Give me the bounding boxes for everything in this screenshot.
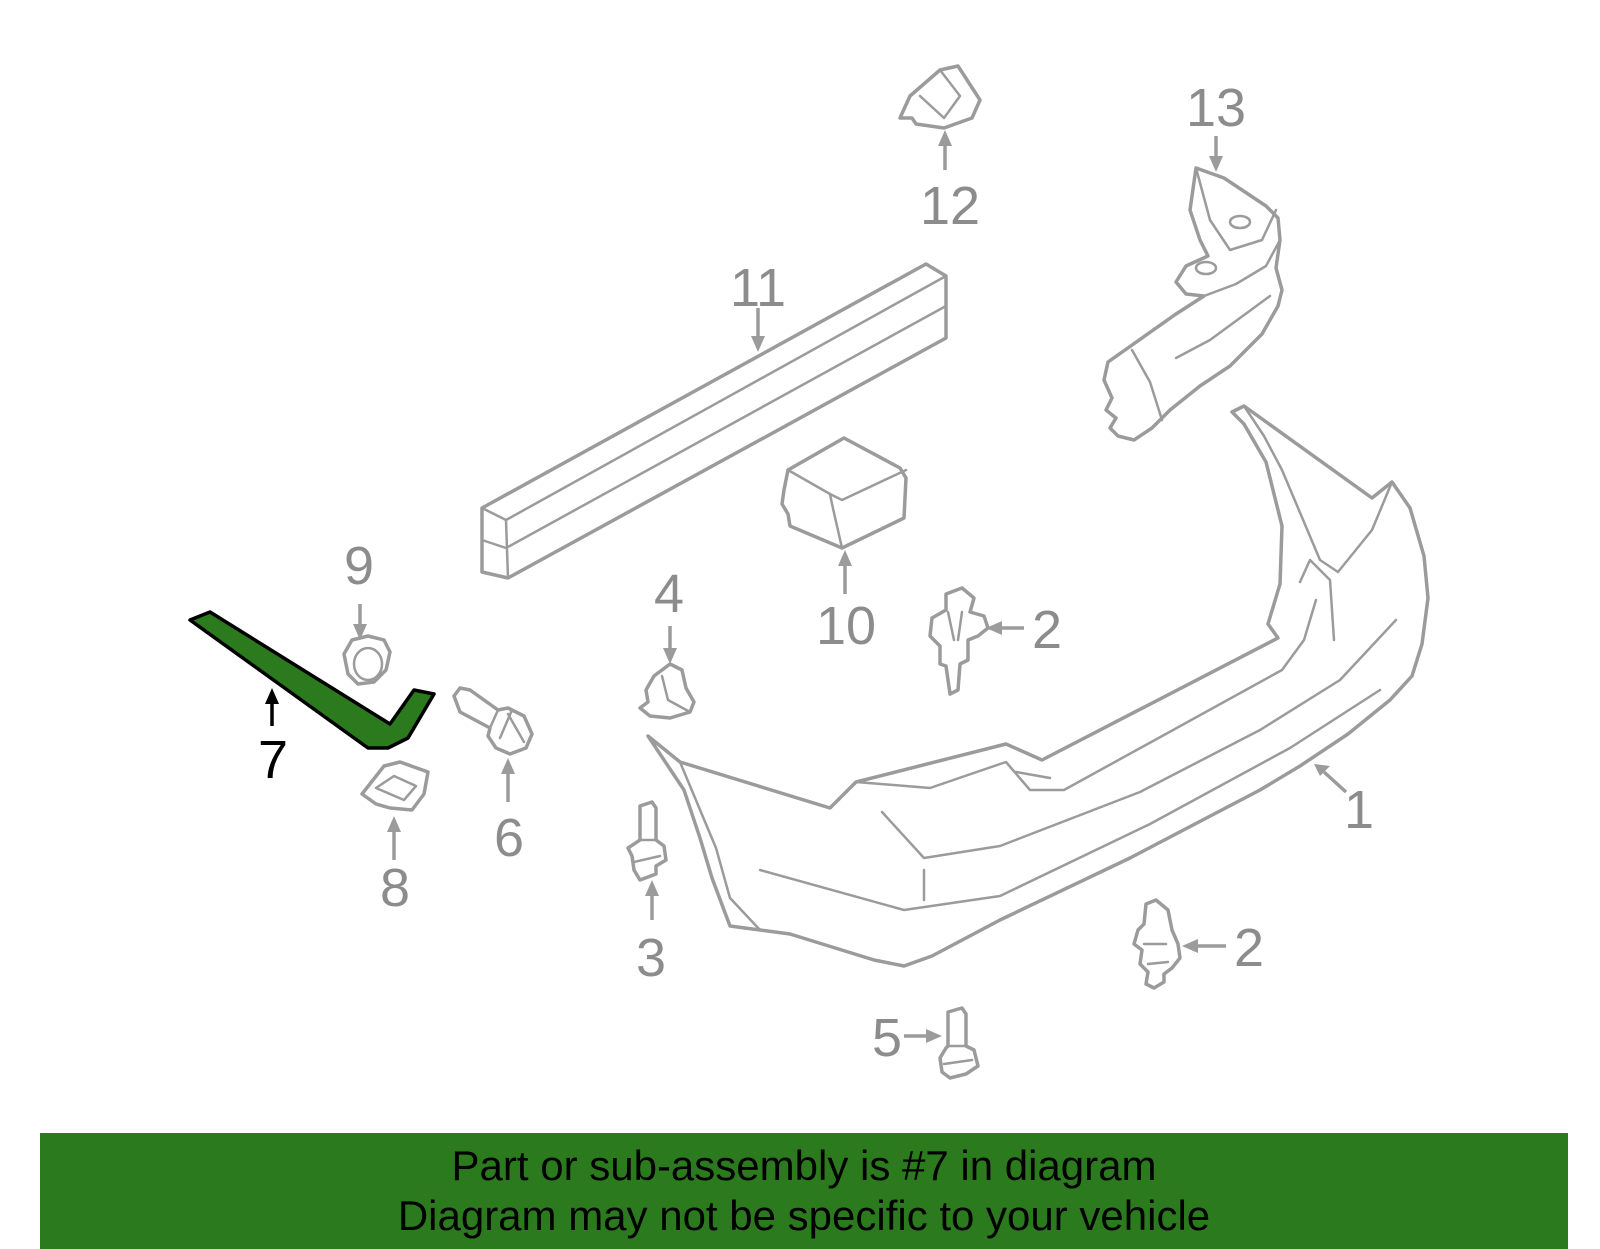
callout-3: 3 — [636, 928, 666, 988]
part-3-bolt[interactable]: 3 — [626, 800, 668, 988]
callout-5: 5 — [872, 1008, 902, 1068]
part-5-bolt[interactable]: 5 — [872, 1006, 980, 1080]
callout-8: 8 — [380, 858, 410, 918]
part-7-highlighted-bracket[interactable]: 7 — [188, 610, 436, 790]
part-1-bumper-cover[interactable]: 1 — [646, 404, 1430, 968]
part-2-clip-lower[interactable]: 2 — [1132, 898, 1264, 990]
callout-13: 13 — [1186, 78, 1246, 138]
part-8-clip-nut[interactable]: 8 — [360, 760, 430, 918]
callout-9: 9 — [344, 536, 374, 596]
callout-12: 12 — [920, 176, 980, 236]
banner-line-disclaimer: Diagram may not be specific to your vehi… — [397, 1192, 1211, 1239]
callout-11: 11 — [730, 258, 786, 318]
callout-6: 6 — [494, 808, 524, 868]
part-4-retainer[interactable]: 4 — [638, 564, 696, 720]
part-11-reinforcement[interactable]: 11 — [480, 258, 948, 580]
banner-line-part: Part or sub-assembly is #7 in diagram — [451, 1142, 1157, 1189]
part-6-bolt[interactable]: 6 — [452, 686, 534, 868]
callout-2b: 2 — [1234, 918, 1264, 978]
part-2-clip-upper[interactable]: 2 — [928, 586, 1062, 696]
callout-10: 10 — [816, 596, 876, 656]
info-banner: Part or sub-assembly is #7 in diagram Di… — [40, 1133, 1568, 1249]
part-9-nut[interactable]: 9 — [342, 536, 392, 686]
part-13-side-bracket[interactable]: 13 — [1102, 78, 1284, 442]
part-12-bracket[interactable]: 12 — [898, 64, 982, 236]
part-10-absorber[interactable]: 10 — [780, 436, 908, 656]
callout-1: 1 — [1344, 780, 1374, 840]
callout-4: 4 — [654, 564, 684, 624]
callout-2a: 2 — [1032, 600, 1062, 660]
callout-7: 7 — [258, 730, 288, 790]
